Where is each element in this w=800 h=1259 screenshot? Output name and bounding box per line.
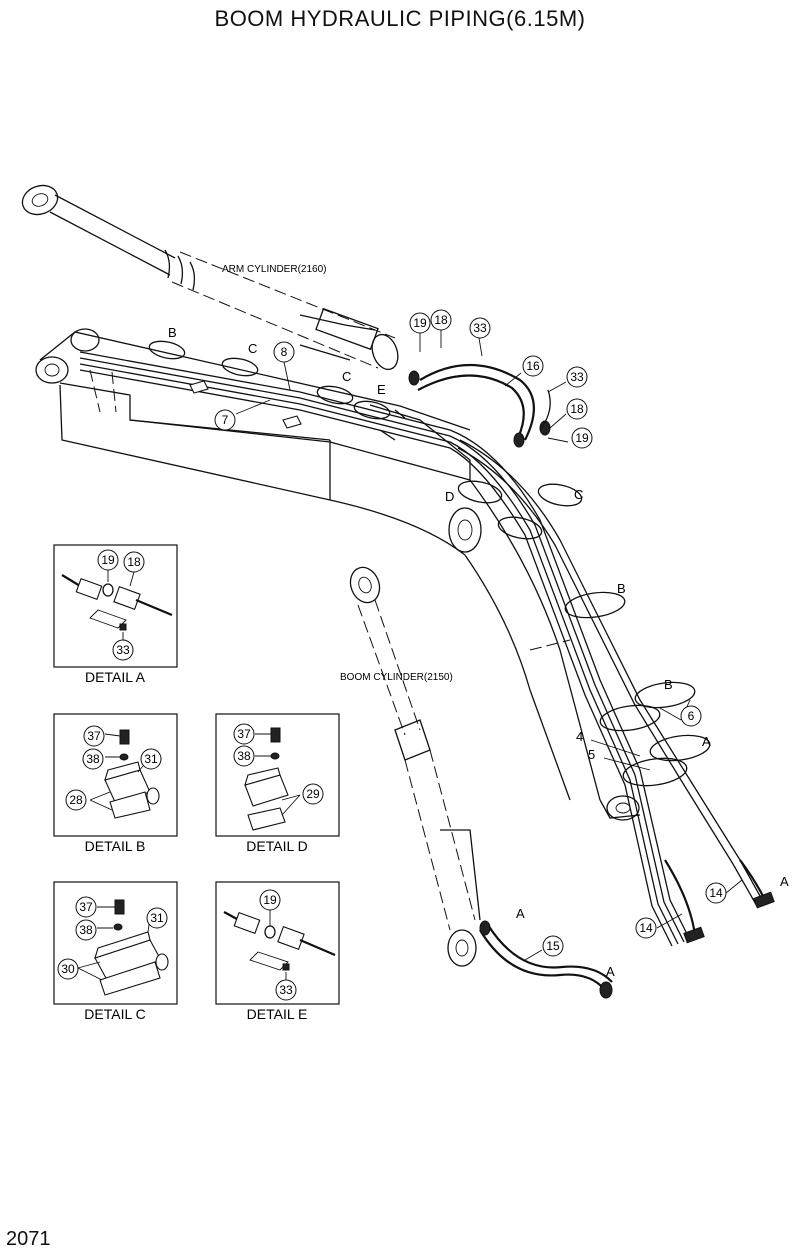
callout-19: 19 bbox=[571, 427, 593, 449]
detail-a: 19 18 33 bbox=[53, 544, 178, 668]
detail-a-title: DETAIL A bbox=[85, 669, 146, 685]
callout-14: 14 bbox=[705, 882, 727, 904]
boom-cylinder-label: BOOM CYLINDER(2150) bbox=[340, 672, 453, 683]
svg-text:14: 14 bbox=[639, 921, 653, 935]
svg-text:28: 28 bbox=[69, 793, 83, 807]
arm-cylinder bbox=[21, 184, 399, 371]
detail-e-title: DETAIL E bbox=[247, 1006, 308, 1022]
svg-text:14: 14 bbox=[709, 886, 723, 900]
svg-text:19: 19 bbox=[575, 431, 589, 445]
svg-text:7: 7 bbox=[222, 413, 229, 427]
svg-text:19: 19 bbox=[101, 553, 115, 567]
svg-text:B: B bbox=[617, 581, 626, 596]
svg-text:18: 18 bbox=[434, 313, 448, 327]
svg-text:31: 31 bbox=[150, 911, 164, 925]
hose-14 bbox=[664, 859, 775, 944]
svg-text:31: 31 bbox=[144, 752, 158, 766]
svg-text:33: 33 bbox=[116, 643, 130, 657]
svg-text:E: E bbox=[377, 382, 386, 397]
svg-text:37: 37 bbox=[79, 900, 93, 914]
svg-text:18: 18 bbox=[127, 555, 141, 569]
detail-c: 37 38 31 30 bbox=[53, 881, 178, 1005]
boom-cylinder bbox=[349, 566, 481, 967]
boom-body bbox=[35, 328, 641, 821]
svg-text:37: 37 bbox=[87, 729, 101, 743]
detail-c-title: DETAIL C bbox=[84, 1006, 145, 1022]
callout-16: 16 bbox=[522, 355, 544, 377]
callout-5: 5 bbox=[588, 747, 595, 762]
svg-text:C: C bbox=[248, 341, 257, 356]
svg-text:A: A bbox=[606, 964, 615, 979]
svg-text:6: 6 bbox=[688, 709, 695, 723]
page-title: BOOM HYDRAULIC PIPING(6.15M) bbox=[214, 6, 586, 31]
svg-text:A: A bbox=[780, 874, 789, 889]
svg-text:33: 33 bbox=[570, 370, 584, 384]
callout-33: 33 bbox=[469, 317, 491, 339]
svg-text:37: 37 bbox=[237, 727, 251, 741]
callout-33: 33 bbox=[566, 366, 588, 388]
svg-text:33: 33 bbox=[473, 321, 487, 335]
svg-text:18: 18 bbox=[570, 402, 584, 416]
svg-text:19: 19 bbox=[263, 893, 277, 907]
detail-e: 19 33 bbox=[215, 881, 340, 1005]
detail-d: 37 38 29 bbox=[215, 713, 340, 837]
detail-letters: B C C E D C B B A A A A bbox=[168, 325, 789, 979]
svg-text:33: 33 bbox=[279, 983, 293, 997]
svg-text:B: B bbox=[664, 677, 673, 692]
page-number: 2071 bbox=[6, 1228, 51, 1250]
svg-text:15: 15 bbox=[546, 939, 560, 953]
svg-text:4: 4 bbox=[576, 729, 583, 744]
svg-text:30: 30 bbox=[61, 962, 75, 976]
arm-cylinder-label: ARM CYLINDER(2160) bbox=[222, 264, 326, 275]
svg-text:5: 5 bbox=[588, 747, 595, 762]
detail-b-title: DETAIL B bbox=[85, 838, 146, 854]
svg-text:29: 29 bbox=[306, 787, 320, 801]
callout-14: 14 bbox=[635, 917, 657, 939]
callout-15: 15 bbox=[542, 935, 564, 957]
detail-b: 37 38 31 28 bbox=[53, 713, 178, 837]
hose-16 bbox=[408, 364, 551, 448]
callout-6: 6 bbox=[680, 705, 702, 727]
svg-text:C: C bbox=[574, 487, 583, 502]
detail-d-title: DETAIL D bbox=[246, 838, 307, 854]
svg-text:B: B bbox=[168, 325, 177, 340]
callout-18: 18 bbox=[430, 309, 452, 331]
svg-text:19: 19 bbox=[413, 316, 427, 330]
pipe-bundle bbox=[79, 351, 766, 947]
hose-15 bbox=[479, 920, 613, 999]
svg-text:16: 16 bbox=[526, 359, 540, 373]
callout-7: 7 bbox=[214, 409, 236, 431]
pipe-clamps bbox=[148, 340, 711, 787]
callout-18: 18 bbox=[566, 398, 588, 420]
svg-text:38: 38 bbox=[79, 923, 93, 937]
svg-text:38: 38 bbox=[237, 749, 251, 763]
svg-text:A: A bbox=[702, 734, 711, 749]
callout-19: 19 bbox=[409, 312, 431, 334]
svg-text:A: A bbox=[516, 906, 525, 921]
leader-lines bbox=[235, 330, 743, 961]
callout-8: 8 bbox=[273, 341, 295, 363]
svg-text:38: 38 bbox=[86, 752, 100, 766]
callout-4: 4 bbox=[576, 729, 583, 744]
svg-text:C: C bbox=[342, 369, 351, 384]
svg-text:D: D bbox=[445, 489, 454, 504]
svg-text:8: 8 bbox=[281, 345, 288, 359]
